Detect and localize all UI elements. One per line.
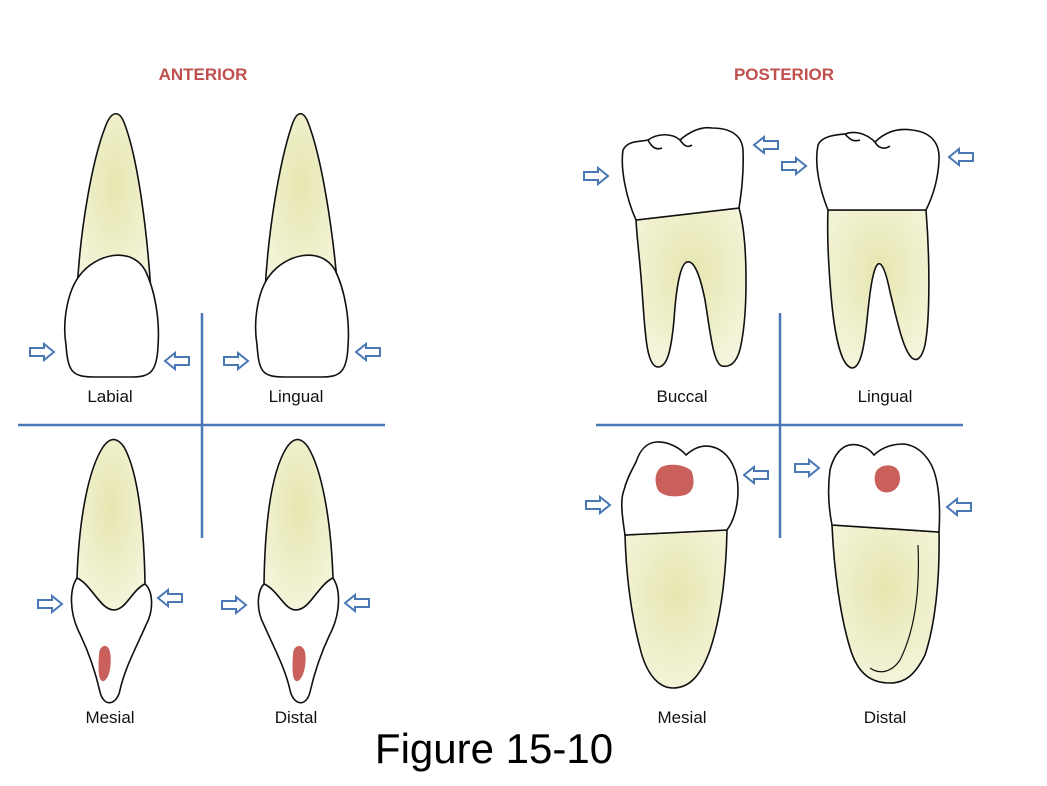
anterior-lingual-tooth (254, 112, 350, 378)
posterior-mesial-label: Mesial (657, 708, 707, 727)
arrow-icon (344, 594, 370, 612)
arrow-icon (781, 157, 807, 175)
arrow-icon (157, 589, 183, 607)
posterior-lingual-tooth (815, 128, 940, 369)
posterior-lingual-label: Lingual (857, 387, 913, 406)
arrow-icon (221, 596, 247, 614)
arrow-icon (585, 496, 611, 514)
anterior-lingual-label: Lingual (268, 387, 324, 406)
anterior-divider (18, 313, 385, 538)
posterior-distal-label: Distal (863, 708, 907, 727)
anterior-labial-tooth (63, 112, 160, 378)
arrow-icon (355, 343, 381, 361)
arrow-icon (583, 167, 609, 185)
anterior-labial-label: Labial (87, 387, 133, 406)
arrow-icon (948, 148, 974, 166)
posterior-mesial-tooth (620, 441, 739, 689)
arrow-icon (946, 498, 972, 516)
figure-caption: Figure 15-10 (374, 725, 614, 772)
anterior-mesial-label: Mesial (85, 708, 135, 727)
arrow-icon (29, 343, 55, 361)
arrow-icon (743, 466, 769, 484)
anterior-mesial-tooth (70, 438, 153, 704)
anterior-distal-tooth (257, 438, 340, 704)
anterior-title: ANTERIOR (158, 65, 248, 84)
posterior-buccal-label: Buccal (656, 387, 708, 406)
arrow-icon (37, 595, 63, 613)
arrow-icon (794, 459, 820, 477)
arrow-icon (164, 352, 190, 370)
anterior-distal-label: Distal (274, 708, 318, 727)
posterior-distal-tooth (827, 443, 941, 684)
arrow-icon (753, 136, 779, 154)
arrow-icon (223, 352, 249, 370)
posterior-title: POSTERIOR (733, 65, 835, 84)
posterior-buccal-tooth (621, 126, 747, 368)
posterior-divider (596, 313, 963, 538)
